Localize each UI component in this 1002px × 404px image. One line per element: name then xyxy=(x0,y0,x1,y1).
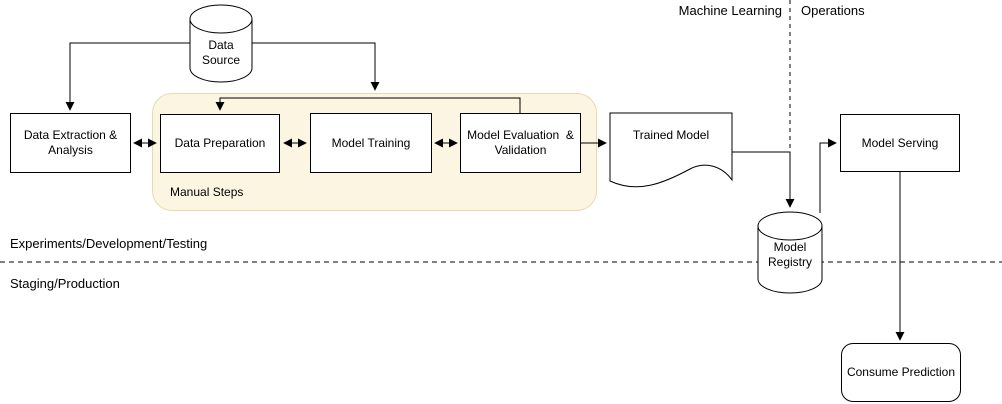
node-trained-model-label: Trained Model xyxy=(632,127,710,142)
edge-datasource-to-manualsteps xyxy=(252,42,380,91)
data-source-cylinder[interactable] xyxy=(189,4,253,83)
node-model-serving[interactable]: Model Serving xyxy=(840,114,960,172)
node-data-preparation[interactable]: Data Preparation xyxy=(160,114,280,173)
edge-registry-to-serving xyxy=(819,138,837,213)
node-model-evaluation-label: Model Evaluation & Validation xyxy=(467,128,574,157)
node-model-training[interactable]: Model Training xyxy=(310,113,432,173)
node-data-extraction-label: Data Extraction & Analysis xyxy=(23,128,118,157)
node-data-extraction-analysis[interactable]: Data Extraction & Analysis xyxy=(10,113,131,173)
node-model-registry[interactable]: Model Registry xyxy=(754,238,826,272)
node-trained-model[interactable]: Trained Model xyxy=(612,126,730,144)
data-source-cylinder-rim xyxy=(189,18,253,34)
manual-steps-label: Manual Steps xyxy=(170,185,244,199)
node-model-registry-label: Model Registry xyxy=(767,240,812,269)
node-model-serving-label: Model Serving xyxy=(861,135,939,150)
machine-learning-lane-label: Machine Learning xyxy=(678,3,782,18)
node-model-training-label: Model Training xyxy=(331,135,411,150)
operations-lane-label: Operations xyxy=(801,3,865,18)
node-model-evaluation-validation[interactable]: Model Evaluation & Validation xyxy=(460,113,581,173)
node-data-source[interactable]: Data Source xyxy=(190,37,252,69)
model-registry-cylinder[interactable] xyxy=(757,211,823,294)
trained-model-document[interactable] xyxy=(609,112,733,188)
edge-trainedmodel-to-registry xyxy=(732,151,795,208)
node-consume-prediction-label: Consume Prediction xyxy=(846,365,956,379)
node-data-source-label: Data Source xyxy=(201,38,241,67)
node-data-preparation-label: Data Preparation xyxy=(174,136,266,150)
edge-evaluation-to-preparation xyxy=(215,97,521,113)
staging-lane-label: Staging/Production xyxy=(10,276,120,291)
experiments-lane-label: Experiments/Development/Testing xyxy=(10,236,208,251)
edge-datasource-to-extraction xyxy=(65,42,190,111)
node-consume-prediction[interactable]: Consume Prediction xyxy=(841,343,961,402)
model-registry-cylinder-rim xyxy=(757,225,823,241)
